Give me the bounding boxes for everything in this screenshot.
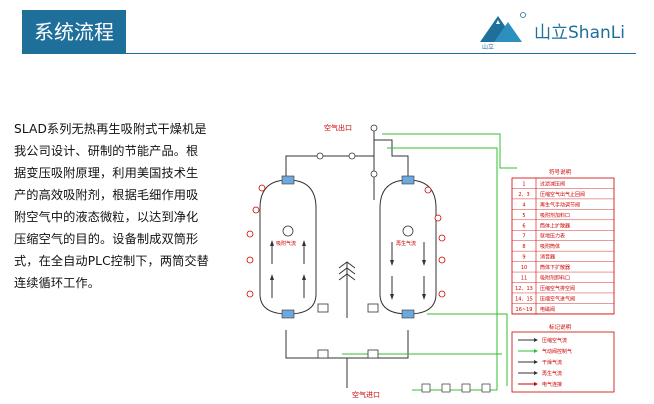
legend-row-label: 电磁阀 xyxy=(540,306,555,313)
legend-title: 符号说明 xyxy=(549,168,572,176)
legend-row-number: 4 xyxy=(522,202,525,208)
legend-row-number: 6 xyxy=(522,223,525,229)
air-inlet-label: 空气进口 xyxy=(352,390,380,399)
legend-row-number: 9 xyxy=(522,255,525,261)
arrow-icon xyxy=(534,371,538,375)
arrow-icon xyxy=(534,338,538,342)
legend-row-number: 16~19 xyxy=(516,307,533,313)
legend-row-number: 10 xyxy=(521,265,527,271)
legend-row-number: 7 xyxy=(522,234,525,240)
brand-name: 山立ShanLi xyxy=(534,23,625,43)
legend-row-label: 压缩空气出气止回阀 xyxy=(540,191,585,198)
flow-legend-label: 再生气流 xyxy=(542,370,562,377)
legend-row-number: 1 xyxy=(522,181,525,187)
arrow-icon xyxy=(534,382,538,386)
flow-legend-label: 压缩空气流 xyxy=(542,337,567,344)
arrow-icon xyxy=(534,349,538,353)
legend-row-label: 消音器 xyxy=(540,254,555,261)
symbol-legend: 符号说明 1 过滤减压阀 2、3 压缩空气出气止回阀 4 再生气手动调节阀 5 吸附剂加料口 6… xyxy=(511,168,615,315)
legend-row-number: 5 xyxy=(522,213,525,219)
air-outlet-label: 空气出口 xyxy=(324,123,352,132)
left-adsorption-tower: 吸附气流 xyxy=(259,175,317,319)
legend-row-label: 就地压力表 xyxy=(540,233,565,240)
process-flow-diagram: 吸附气流 再生气流 xyxy=(232,118,642,400)
flow-legend-label: 气动阀控制气 xyxy=(542,348,572,355)
page-title: 系统流程 xyxy=(22,10,126,54)
legend-row-number: 8 xyxy=(522,244,525,250)
flow-legend-title: 标记说明 xyxy=(549,323,572,331)
legend-row-label: 再生气手动调节阀 xyxy=(540,201,580,208)
page-header: 系统流程 山立 山立ShanLi xyxy=(0,0,654,60)
valves xyxy=(316,124,379,359)
flow-legend-label: 干燥气流 xyxy=(542,359,562,366)
legend-row-number: 12、13 xyxy=(515,286,533,292)
tower-left-label: 吸附气流 xyxy=(276,240,296,247)
description-text: SLAD系列无热再生吸附式干燥机是我公司设计、研制的节能产品。根据变压吸附原理，… xyxy=(14,122,209,290)
tower-right-label: 再生气流 xyxy=(396,240,416,247)
legend-row-number: 11 xyxy=(521,276,527,282)
legend-row-number: 2、3 xyxy=(518,192,529,198)
right-regeneration-tower: 再生气流 xyxy=(379,175,437,319)
legend-row-label: 压缩空气排空阀 xyxy=(540,285,575,292)
flow-legend-label: 电气连接 xyxy=(542,381,562,388)
solenoid-valves xyxy=(421,383,491,393)
legend-row-label: 筒体下扩散器 xyxy=(540,264,570,271)
logo-small-text: 山立 xyxy=(482,43,494,50)
legend-row-label: 压缩空气进气阀 xyxy=(540,295,575,302)
legend-row-label: 吸附剂加料口 xyxy=(540,212,570,219)
legend-row-label: 过滤减压阀 xyxy=(540,180,565,187)
legend-row-label: 吸附筒体 xyxy=(540,243,560,250)
legend-row-number: 14、15 xyxy=(515,296,533,302)
brand-logo[interactable]: 山立 山立ShanLi xyxy=(476,10,636,51)
silencer-icon xyxy=(338,261,356,318)
arrow-icon xyxy=(534,360,538,364)
callout-markers xyxy=(246,184,446,298)
legend-row-label: 吸附剂卸料口 xyxy=(540,275,570,282)
mountain-logo-icon: 山立 xyxy=(480,12,526,51)
header-divider xyxy=(126,53,636,54)
legend-row-label: 筒体上扩散器 xyxy=(540,222,570,229)
